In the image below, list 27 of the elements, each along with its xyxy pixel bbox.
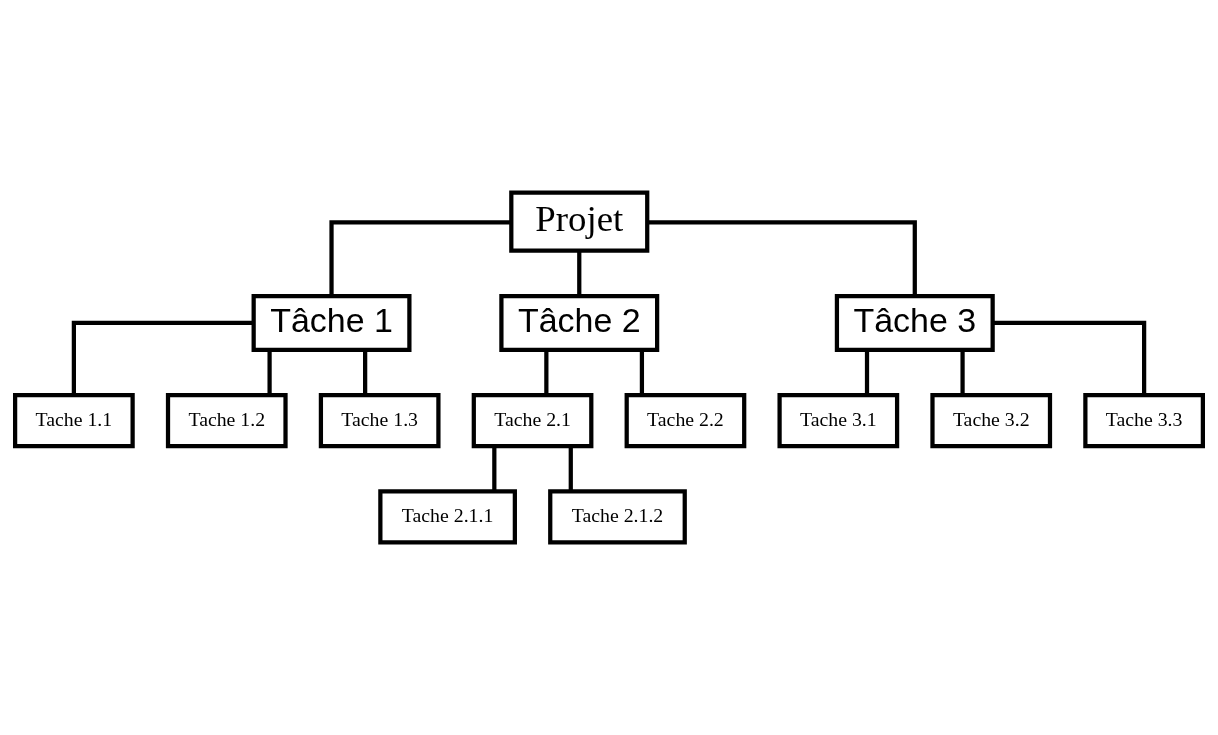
node-box: Tache 3.1 — [777, 393, 900, 449]
node-box: Tache 3.2 — [930, 393, 1053, 449]
connector — [363, 350, 368, 395]
connector — [864, 350, 870, 395]
node-box: Tache 1.3 — [318, 393, 441, 449]
node-box: Tache 2.2 — [624, 393, 747, 449]
node-box: Tâche 1 — [251, 293, 412, 352]
connector — [544, 350, 549, 395]
connector — [267, 350, 272, 395]
node-box: Tache 1.1 — [13, 393, 135, 449]
connector — [71, 320, 254, 395]
connector — [639, 350, 645, 395]
node-box: Projet — [509, 190, 650, 253]
node-box: Tache 3.3 — [1083, 393, 1205, 449]
connector — [577, 250, 582, 296]
node-box: Tâche 2 — [499, 293, 660, 352]
connector — [329, 220, 511, 296]
connector — [647, 220, 917, 296]
node-box: Tache 2.1.1 — [378, 489, 517, 545]
node-box: Tache 2.1.2 — [548, 489, 687, 545]
connector — [993, 320, 1147, 395]
node-box: Tache 2.1 — [471, 393, 594, 449]
connector — [568, 446, 573, 491]
node-box: Tâche 3 — [834, 293, 995, 352]
node-box: Tache 1.2 — [165, 393, 288, 449]
connector — [492, 446, 497, 491]
connector — [960, 350, 965, 395]
